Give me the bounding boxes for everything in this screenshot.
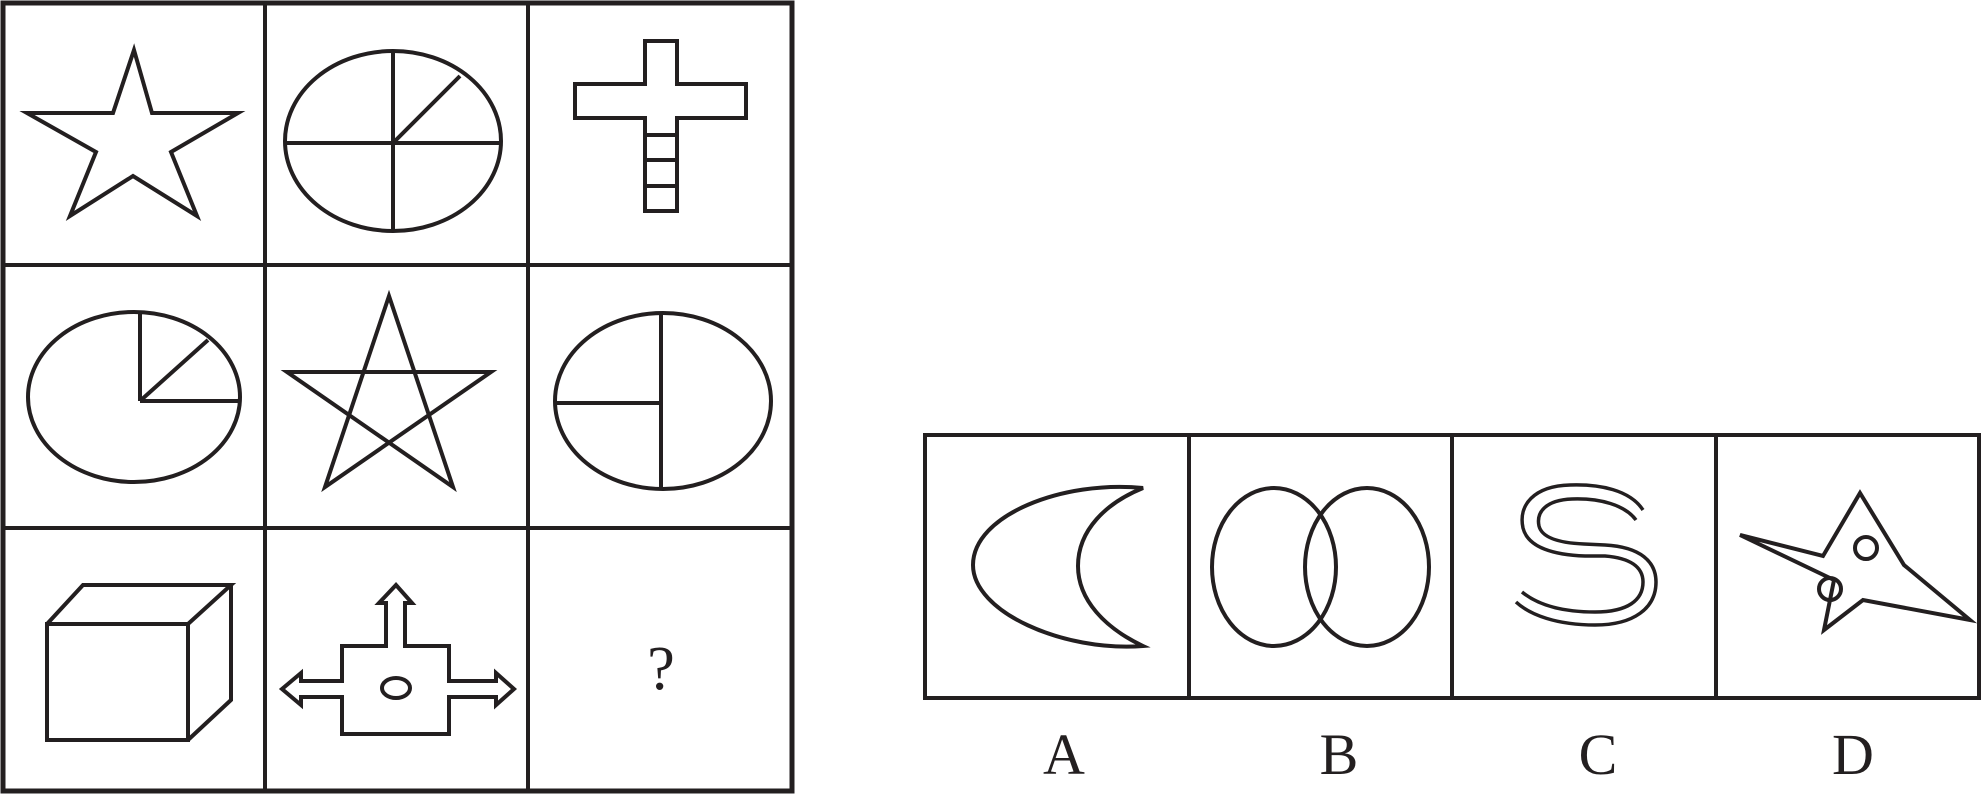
ellipse-cross-diagonal-figure [283, 49, 503, 233]
ellipse-t-line-figure [553, 311, 773, 491]
option-b-label: B [1320, 722, 1359, 787]
option-a-figure [970, 484, 1151, 649]
puzzle-grid [0, 0, 795, 794]
option-a-label: A [1043, 722, 1085, 787]
question-mark: ? [647, 635, 675, 703]
ellipse-pie-wedge-figure [26, 310, 242, 484]
cross-with-ladder-figure [573, 39, 748, 213]
star-outline-figure [19, 43, 246, 222]
options-strip [923, 433, 1981, 700]
cuboid-figure [45, 583, 237, 742]
option-d-label: D [1832, 722, 1874, 787]
option-d-figure [1739, 489, 1978, 635]
pentagram-figure [280, 289, 498, 493]
option-c-label: C [1579, 722, 1618, 787]
option-c-figure [1514, 483, 1658, 627]
option-b-figure [1210, 486, 1431, 648]
box-with-arrows-figure [278, 582, 518, 736]
